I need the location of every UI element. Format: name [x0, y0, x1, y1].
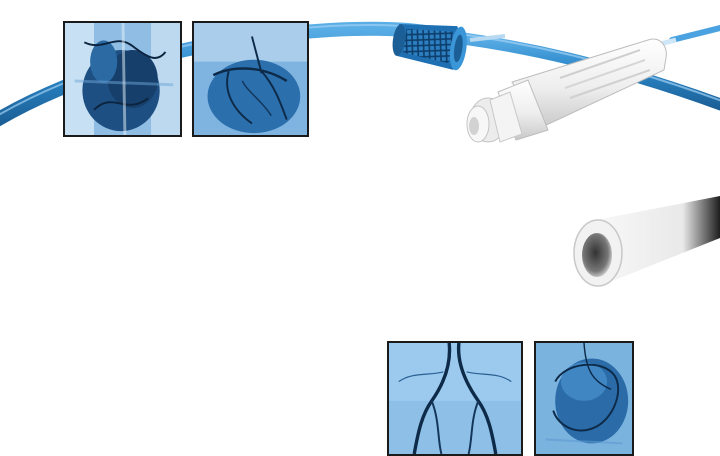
- peripheral-angiogram-image: [387, 341, 523, 456]
- catheter-tip-closeup: [573, 196, 720, 287]
- cardiac-catheter-angiogram-image: [534, 341, 634, 456]
- coronary-angiogram-image: [192, 21, 309, 137]
- catheter-hub: [466, 38, 667, 143]
- braided-sheath-connector: [392, 23, 467, 71]
- chest-angiogram-image: [63, 21, 182, 137]
